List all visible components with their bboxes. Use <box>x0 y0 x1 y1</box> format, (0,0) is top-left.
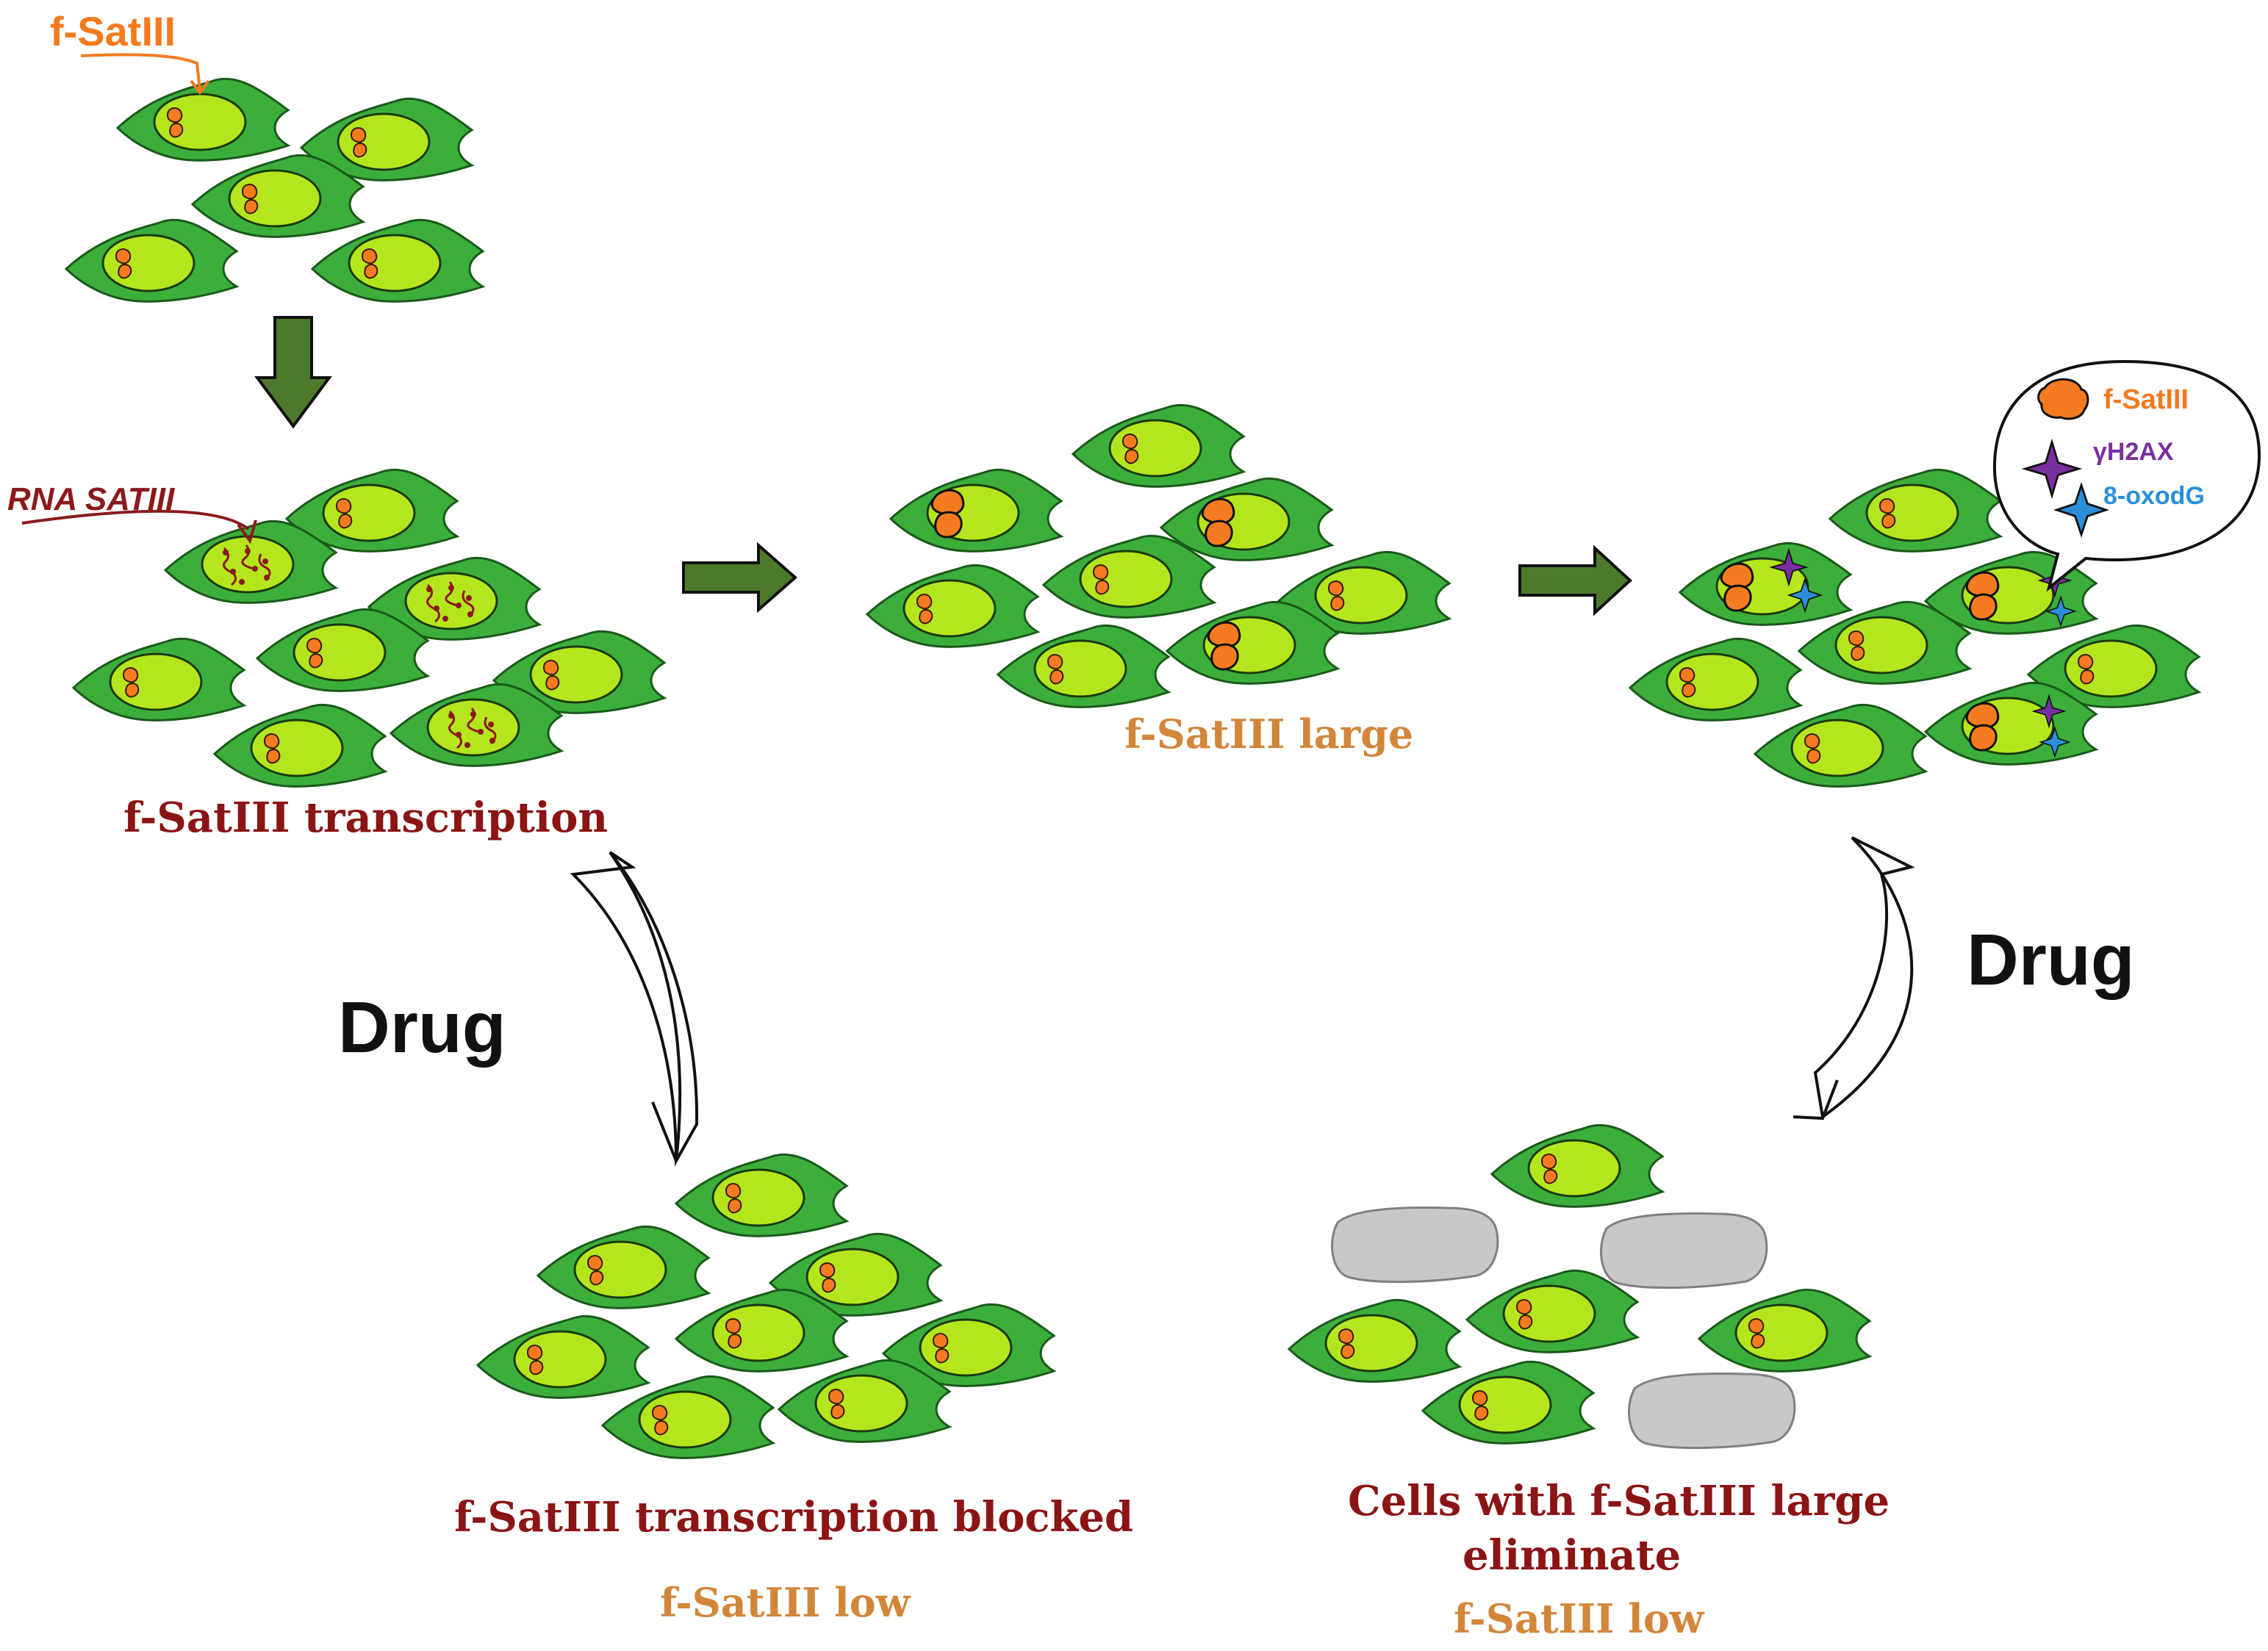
legend-label-gh2ax: γH2AX <box>2093 438 2174 466</box>
cell <box>1629 637 1802 722</box>
cell <box>1072 403 1245 488</box>
cell <box>1754 703 1927 788</box>
cell-group-blocked <box>476 1153 1055 1459</box>
legend-label-oxodg: 8-oxodG <box>2103 482 2205 510</box>
cell <box>213 703 387 788</box>
cell <box>1829 468 2002 553</box>
orange-blob-icon <box>2037 378 2089 420</box>
cell <box>675 1153 848 1237</box>
cell <box>1166 600 1339 685</box>
drug-arrow-left-edge <box>609 851 682 1162</box>
down-arrow <box>254 316 332 429</box>
large-label: f-SatIII large <box>1124 711 1413 758</box>
cell <box>1421 1360 1595 1445</box>
cell <box>390 683 563 767</box>
legend-bubble: f-SatIII γH2AX 8-oxodG <box>1992 359 2261 592</box>
cell <box>866 564 1039 648</box>
cell <box>476 1314 650 1399</box>
cell <box>537 1225 710 1309</box>
cell-group-initial <box>65 77 484 303</box>
cell <box>1490 1123 1664 1208</box>
cell <box>889 468 1063 553</box>
drug-label-left: Drug <box>338 987 506 1068</box>
cell <box>65 218 238 303</box>
cell <box>256 608 429 692</box>
cell <box>311 218 484 303</box>
cell <box>72 637 245 722</box>
right-arrow <box>1518 544 1632 616</box>
pointer-arrowhead <box>190 79 210 96</box>
eliminate-label-line1: Cells with f-SatIII large <box>1348 1477 1890 1525</box>
transcription-label: f-SatIII transcription <box>123 794 608 842</box>
cell <box>997 624 1170 708</box>
cell <box>778 1359 951 1443</box>
legend-label-fsatiii: f-SatIII <box>2103 384 2189 415</box>
cell <box>1679 542 1852 626</box>
cell <box>1698 1288 1871 1373</box>
drug-arrow-right-tip <box>1792 1079 1839 1121</box>
cell <box>1924 681 2097 766</box>
cell-group-eliminate <box>1288 1123 1871 1450</box>
cell <box>191 154 365 238</box>
blocked-label: f-SatIII transcription blocked <box>454 1493 1133 1542</box>
top-fsatiii-label: f-SatIII <box>50 8 176 54</box>
pointer-line <box>80 53 201 90</box>
cell-group-large <box>866 403 1451 708</box>
dead-cell <box>1599 1212 1768 1289</box>
low-label-left: f-SatIII low <box>660 1579 911 1626</box>
dead-cell <box>1627 1373 1796 1450</box>
drug-arrow-right <box>1813 836 1915 1120</box>
eliminate-label-line2: eliminate <box>1463 1531 1681 1580</box>
cell <box>1288 1298 1461 1383</box>
rna-pointer-arrowhead <box>237 519 257 544</box>
right-arrow <box>682 542 798 614</box>
rna-pointer-line <box>21 509 250 530</box>
drug-label-right: Drug <box>1967 919 2135 1000</box>
low-label-right: f-SatIII low <box>1454 1595 1705 1642</box>
dead-cell <box>1330 1206 1499 1284</box>
cell <box>1042 534 1216 619</box>
cell <box>675 1288 848 1373</box>
cell <box>1465 1269 1639 1353</box>
